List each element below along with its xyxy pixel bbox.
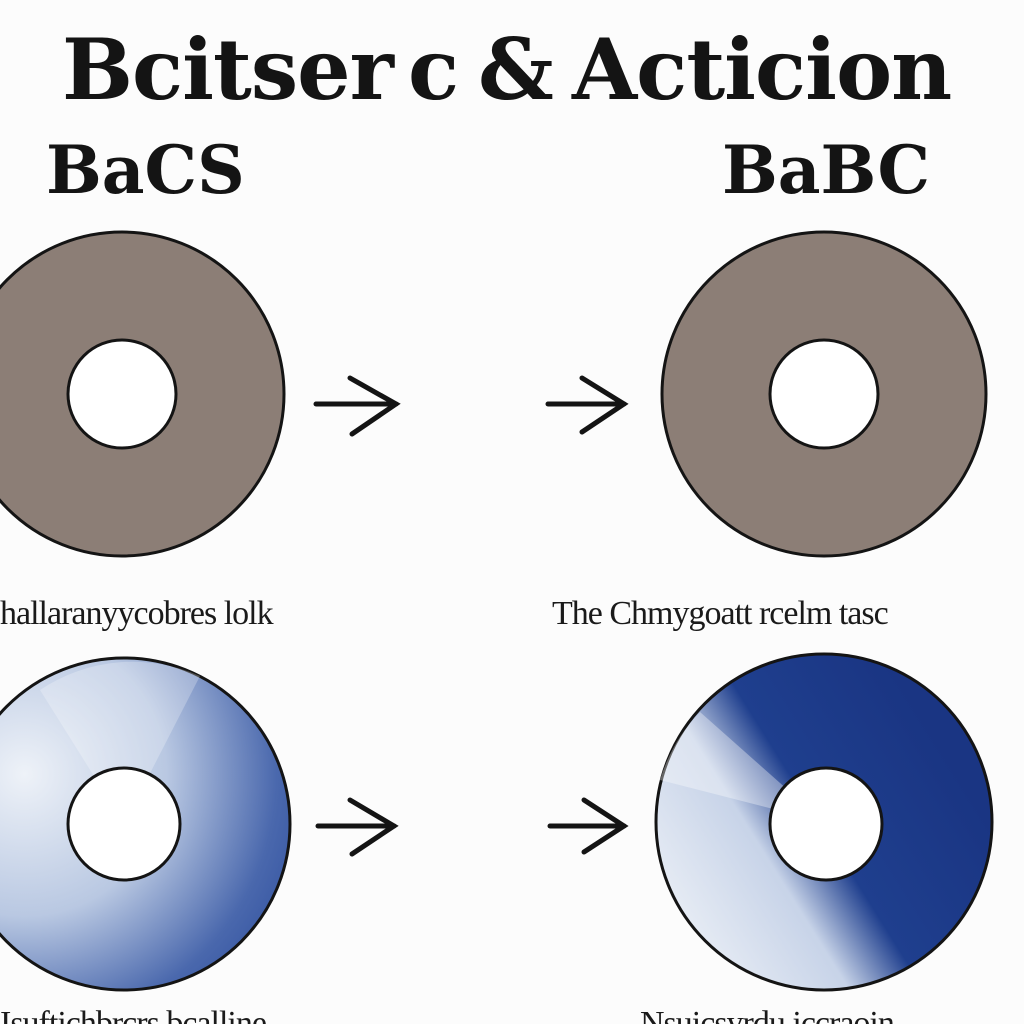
arrow-right-icon [315, 797, 399, 857]
disc-shine-left [40, 661, 200, 824]
caption-row2-right: Nsuicsyrdu iccraoin [640, 1005, 895, 1024]
arrow-right-icon [547, 797, 629, 855]
caption-row1-left: hallaranyycobres lolk [0, 595, 274, 632]
title-word-right: Acticion [572, 20, 952, 119]
arrow-right-icon [313, 375, 401, 437]
arrow-right-icon [545, 375, 629, 435]
caption-row1-right: The Chmygoatt rcelm tasc [552, 595, 889, 632]
title-word-left: Bcitser [62, 20, 394, 119]
caption-row2-left: Isuftichbrcrs bcalline [0, 1005, 267, 1024]
title-word-middle: c [408, 20, 459, 119]
subtitle-right: BaBC [722, 131, 931, 209]
title-ampersand: & [478, 20, 554, 119]
disc-hole-right-top [768, 338, 880, 450]
diagram-title: Bcitser c & Acticion [0, 20, 1024, 120]
disc-hole-right-bottom [768, 766, 884, 882]
disc-hole-left-top [66, 338, 178, 450]
subtitle-left: BaCS [46, 131, 245, 209]
disc-hole-left-bottom [66, 766, 182, 882]
